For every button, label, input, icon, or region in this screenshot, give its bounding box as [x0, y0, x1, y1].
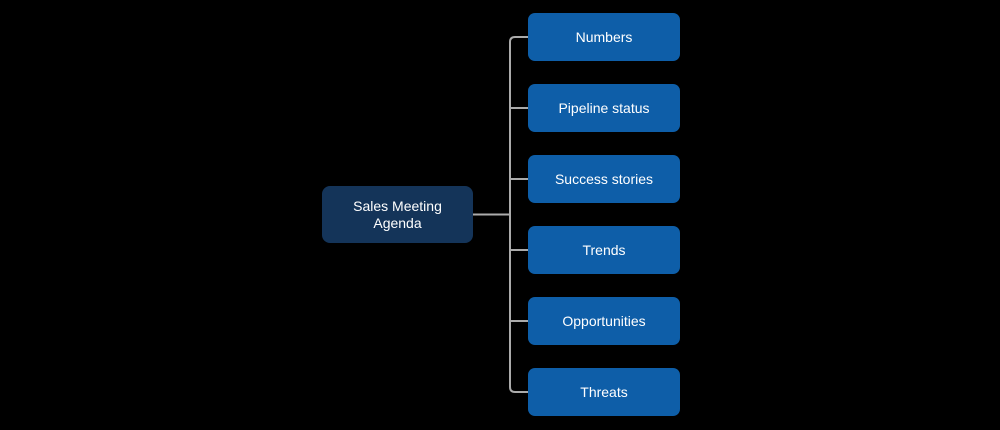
node-success-stories[interactable]: Success stories	[528, 155, 680, 203]
node-pipeline-status[interactable]: Pipeline status	[528, 84, 680, 132]
node-label: Success stories	[554, 170, 654, 187]
node-label: Threats	[580, 383, 628, 400]
node-threats[interactable]: Threats	[528, 368, 680, 416]
connector-trunk	[509, 36, 528, 393]
node-opportunities[interactable]: Opportunities	[528, 297, 680, 345]
node-label: Opportunities	[562, 312, 646, 329]
node-label: Trends	[582, 241, 626, 258]
node-root-label: Sales Meeting Agenda	[353, 197, 442, 231]
node-trends[interactable]: Trends	[528, 226, 680, 274]
node-label: Pipeline status	[558, 99, 650, 116]
node-label: Numbers	[575, 28, 633, 45]
node-root[interactable]: Sales Meeting Agenda	[322, 186, 473, 243]
node-numbers[interactable]: Numbers	[528, 13, 680, 61]
